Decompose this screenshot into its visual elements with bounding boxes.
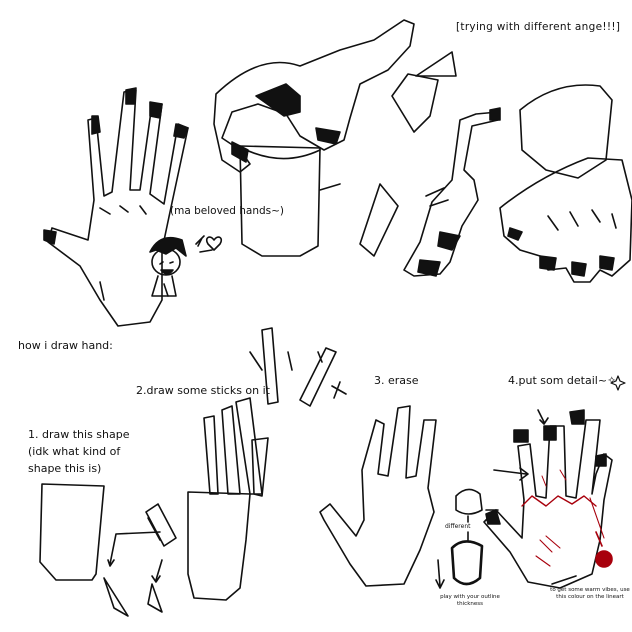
step4-detailed-hand [483, 409, 613, 589]
sketch-hand-on-object [499, 84, 632, 283]
sketch-rotated-hand [359, 51, 501, 277]
sketch-hand-holding-cup [213, 19, 415, 257]
step2-label: 2.draw some sticks on it [136, 384, 270, 397]
step3-erased-hand [319, 405, 437, 587]
sparkle-icon [610, 375, 626, 391]
step1-base-shape [39, 483, 105, 581]
step2-shape-with-sticks [103, 397, 269, 617]
sketch-open-hand [43, 87, 189, 327]
header-note: [trying with different ange!!!] [456, 21, 621, 33]
note-warm-colour: to get some warm vibes, use this colour … [550, 587, 630, 600]
step1-label: 1. draw this shape (idk what kind of sha… [28, 428, 130, 475]
tutorial-title: how i draw hand: [18, 339, 113, 352]
thickness-comparison [435, 488, 577, 589]
step3-label: 3. erase [374, 374, 419, 387]
heart-icon [205, 236, 223, 251]
sketch-floating-sticks [249, 327, 347, 407]
chibi-character [149, 235, 213, 297]
speech-bubble-text: (ma beloved hands~) [170, 205, 285, 217]
step4-label: 4.put som detail~✧ [508, 374, 617, 387]
red-colour-swatch [595, 550, 613, 568]
note-different: different [445, 523, 471, 530]
note-outline-thickness: play with your outline thickness [440, 594, 500, 607]
